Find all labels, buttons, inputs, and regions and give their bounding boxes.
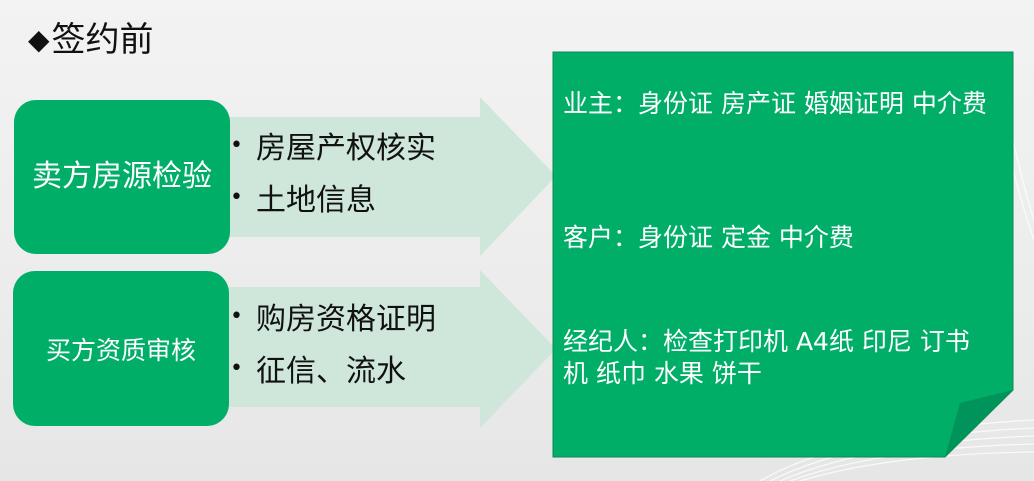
slide-title-text: 签约前 bbox=[51, 20, 154, 60]
checklist-agent: 经纪人：检查打印机 A4纸 印尼 订书机 纸巾 水果 饼干 bbox=[563, 327, 970, 388]
folded-corner-icon bbox=[945, 390, 1013, 457]
diamond-bullet-icon: ◆ bbox=[28, 23, 50, 56]
bullet-dot-icon: • bbox=[230, 355, 243, 381]
list-item: •购房资格证明 bbox=[230, 302, 436, 337]
step-label: 买方资质审核 bbox=[45, 335, 196, 365]
slide-title: ◆ 签约前 bbox=[28, 18, 154, 62]
list-item: •房屋产权核实 bbox=[230, 131, 436, 166]
buyer-qualification-list: •购房资格证明 •征信、流水 bbox=[230, 290, 436, 394]
list-item: •土地信息 bbox=[230, 183, 376, 218]
step-box-seller-check: 卖方房源检验 bbox=[14, 100, 230, 254]
bullet-dot-icon: • bbox=[230, 303, 243, 329]
step-label: 卖方房源检验 bbox=[32, 159, 212, 194]
arrow-buyer bbox=[215, 270, 556, 428]
bullet-dot-icon: • bbox=[230, 184, 243, 210]
list-item: •征信、流水 bbox=[230, 354, 406, 389]
checklist-client: 客户：身份证 定金 中介费 bbox=[563, 223, 854, 252]
step-box-buyer-qualification: 买方资质审核 bbox=[13, 271, 229, 426]
checklist-owner: 业主：身份证 房产证 婚姻证明 中介费 bbox=[563, 89, 987, 118]
seller-check-list: •房屋产权核实 •土地信息 bbox=[230, 119, 436, 223]
bullet-dot-icon: • bbox=[230, 132, 243, 158]
arrow-seller bbox=[215, 97, 556, 256]
